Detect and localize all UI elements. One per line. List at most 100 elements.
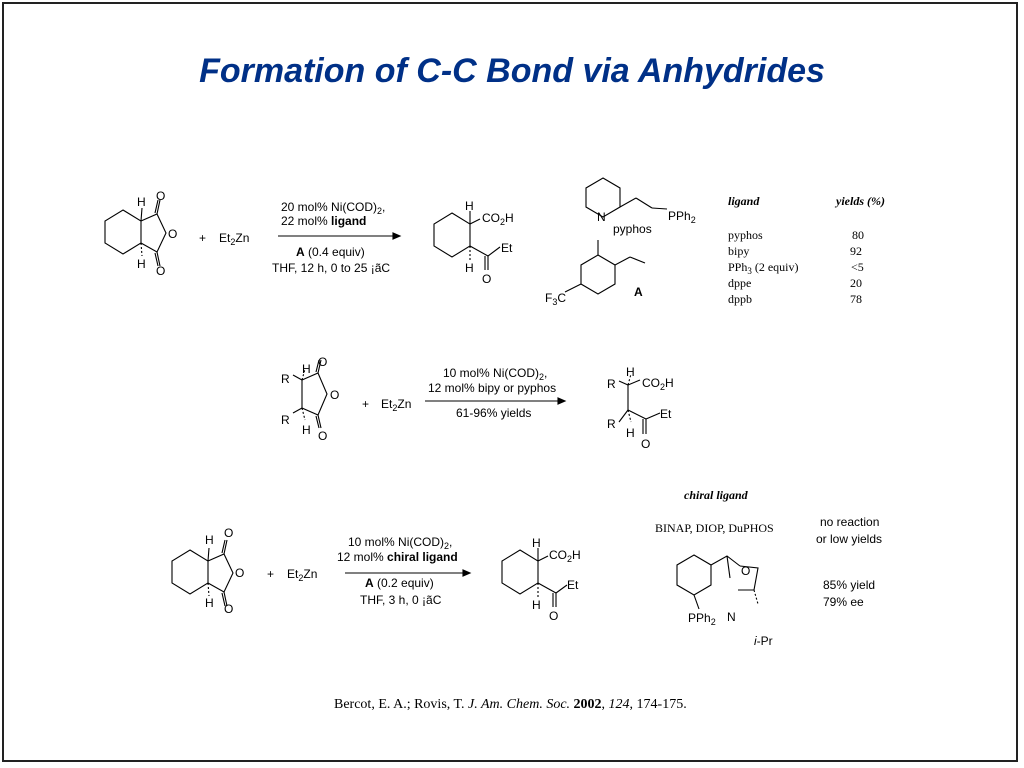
no-reaction-text: no reaction xyxy=(820,515,879,529)
structure-label: O xyxy=(549,609,558,623)
chiral-ligand-header: chiral ligand xyxy=(684,488,749,502)
scheme1-starting-anhydride: H H O O O xyxy=(104,189,177,278)
structure-label: PPh xyxy=(688,611,711,625)
plus-sign: + xyxy=(199,231,206,245)
bond-line xyxy=(585,177,621,218)
scheme3-condition-additive: A (0.2 equiv) xyxy=(365,576,434,590)
structure-label: A xyxy=(296,245,305,259)
structure-label: Zn xyxy=(303,567,317,581)
structure-label: H xyxy=(626,426,635,440)
structure-label: R xyxy=(607,377,616,391)
bond-line xyxy=(738,565,759,591)
structure-label: 2 xyxy=(230,237,235,247)
structure-label: 2 xyxy=(298,573,303,583)
structure-label: Zn xyxy=(235,231,249,245)
structure-label: , xyxy=(449,535,452,549)
bond-line xyxy=(292,374,303,381)
structure-label: O xyxy=(224,526,233,540)
bond-line xyxy=(726,555,731,579)
structure-label: Et xyxy=(381,397,393,411)
atom-o: O xyxy=(156,264,165,278)
structure-label: H xyxy=(302,362,311,376)
structure-label: 3 xyxy=(747,266,752,276)
bond-line: no reaction or low yields 85% yield 79% … xyxy=(816,515,882,609)
structure-label: , xyxy=(602,697,609,712)
structure-label: ligand xyxy=(728,194,760,208)
structure-label: N xyxy=(597,210,606,224)
structure-label: Zn xyxy=(397,397,411,411)
structure-label: H xyxy=(665,376,674,390)
structure-label: CO xyxy=(549,548,567,562)
chiral-ligand-list: BINAP, DIOP, DuPHOS xyxy=(655,521,774,535)
bond-line xyxy=(537,555,549,562)
structure-label: 80 xyxy=(852,228,864,242)
bond-line xyxy=(651,207,668,210)
atom-o: O xyxy=(156,189,165,203)
structure-label: N xyxy=(727,610,736,624)
scheme1-reagent: Et2Zn xyxy=(219,231,249,247)
bond-line xyxy=(557,397,567,405)
structure-label: O xyxy=(482,272,491,286)
bond-line xyxy=(104,209,142,255)
scheme3-starting-anhydride: H H O O O xyxy=(171,526,244,616)
bond-line xyxy=(433,212,471,258)
structure-label: A xyxy=(365,576,374,590)
bond-line xyxy=(635,197,653,209)
bond-line xyxy=(555,584,568,594)
bond-line xyxy=(301,368,306,381)
structure-label: PPh xyxy=(668,209,691,223)
bond-line xyxy=(753,589,759,605)
structure-label: <5 xyxy=(851,260,864,274)
structure-label: Et xyxy=(501,241,513,255)
bond-line xyxy=(392,232,402,240)
structure-label: 2 xyxy=(660,382,665,392)
structure-label: 2 xyxy=(377,206,382,216)
structure-label: H xyxy=(302,423,311,437)
bond-line: chiral ligand BINAP, DIOP, DuPHOS xyxy=(655,488,774,535)
structure-label: 22 mol% xyxy=(281,214,331,228)
bond-line xyxy=(140,242,143,257)
structure-label: PPh xyxy=(728,260,747,274)
structure-label: 10 mol% Ni(COD) xyxy=(443,366,539,380)
bond-line xyxy=(501,549,539,595)
structure-label: 10 mol% Ni(COD) xyxy=(348,535,444,549)
structure-label: 2002 xyxy=(574,697,602,712)
structure-label: 2 xyxy=(691,215,696,225)
structure-label: 2 xyxy=(711,617,716,627)
structure-label: O xyxy=(224,602,233,616)
bond-line xyxy=(618,409,629,423)
phox-ligand-structure: O N PPh2 i-Pr xyxy=(676,554,773,648)
ligand-yield-table: ligand yields (%) pyphos 80 bipy 92 PPh3… xyxy=(728,194,885,306)
structure-label: Et xyxy=(567,578,579,592)
bond-line xyxy=(221,539,228,555)
structure-label: F3C xyxy=(545,291,566,307)
table-row: pyphos xyxy=(728,228,763,242)
no-reaction-text: or low yields xyxy=(816,532,882,546)
ee-text: 79% ee xyxy=(823,595,864,609)
structure-label: i-Pr xyxy=(754,634,773,648)
structure-label: O xyxy=(318,429,327,443)
bond-line xyxy=(645,412,661,420)
scheme1-condition-catalyst: 20 mol% Ni(COD)2, xyxy=(281,200,385,216)
structure-label: R xyxy=(607,417,616,431)
structure-label: O xyxy=(641,437,650,451)
bond-line xyxy=(564,283,582,293)
bond-line xyxy=(580,254,616,295)
bond-line xyxy=(315,414,322,429)
table-row: dppe xyxy=(728,276,751,290)
bond-line: F3C A xyxy=(545,285,643,307)
atom-o: O xyxy=(168,227,177,241)
additive-a-structure: F3C A xyxy=(545,240,646,307)
structure-label: Bercot, E. A.; Rovis, T. xyxy=(334,697,468,712)
scheme1-condition-ligand: 22 mol% ligand xyxy=(281,214,366,228)
structure-label: 3 xyxy=(552,297,557,307)
structure-label: chiral ligand xyxy=(387,550,458,564)
bond-line xyxy=(207,547,210,562)
scheme1-product: H CO2H Et H O xyxy=(433,199,514,286)
structure-label: H xyxy=(505,211,514,225)
structure-label: ligand xyxy=(331,214,366,228)
bond-line: R H CO2H R H Et O xyxy=(607,365,674,451)
scheme2-yield: 61-96% yields xyxy=(456,406,531,420)
bond-line xyxy=(629,256,646,264)
